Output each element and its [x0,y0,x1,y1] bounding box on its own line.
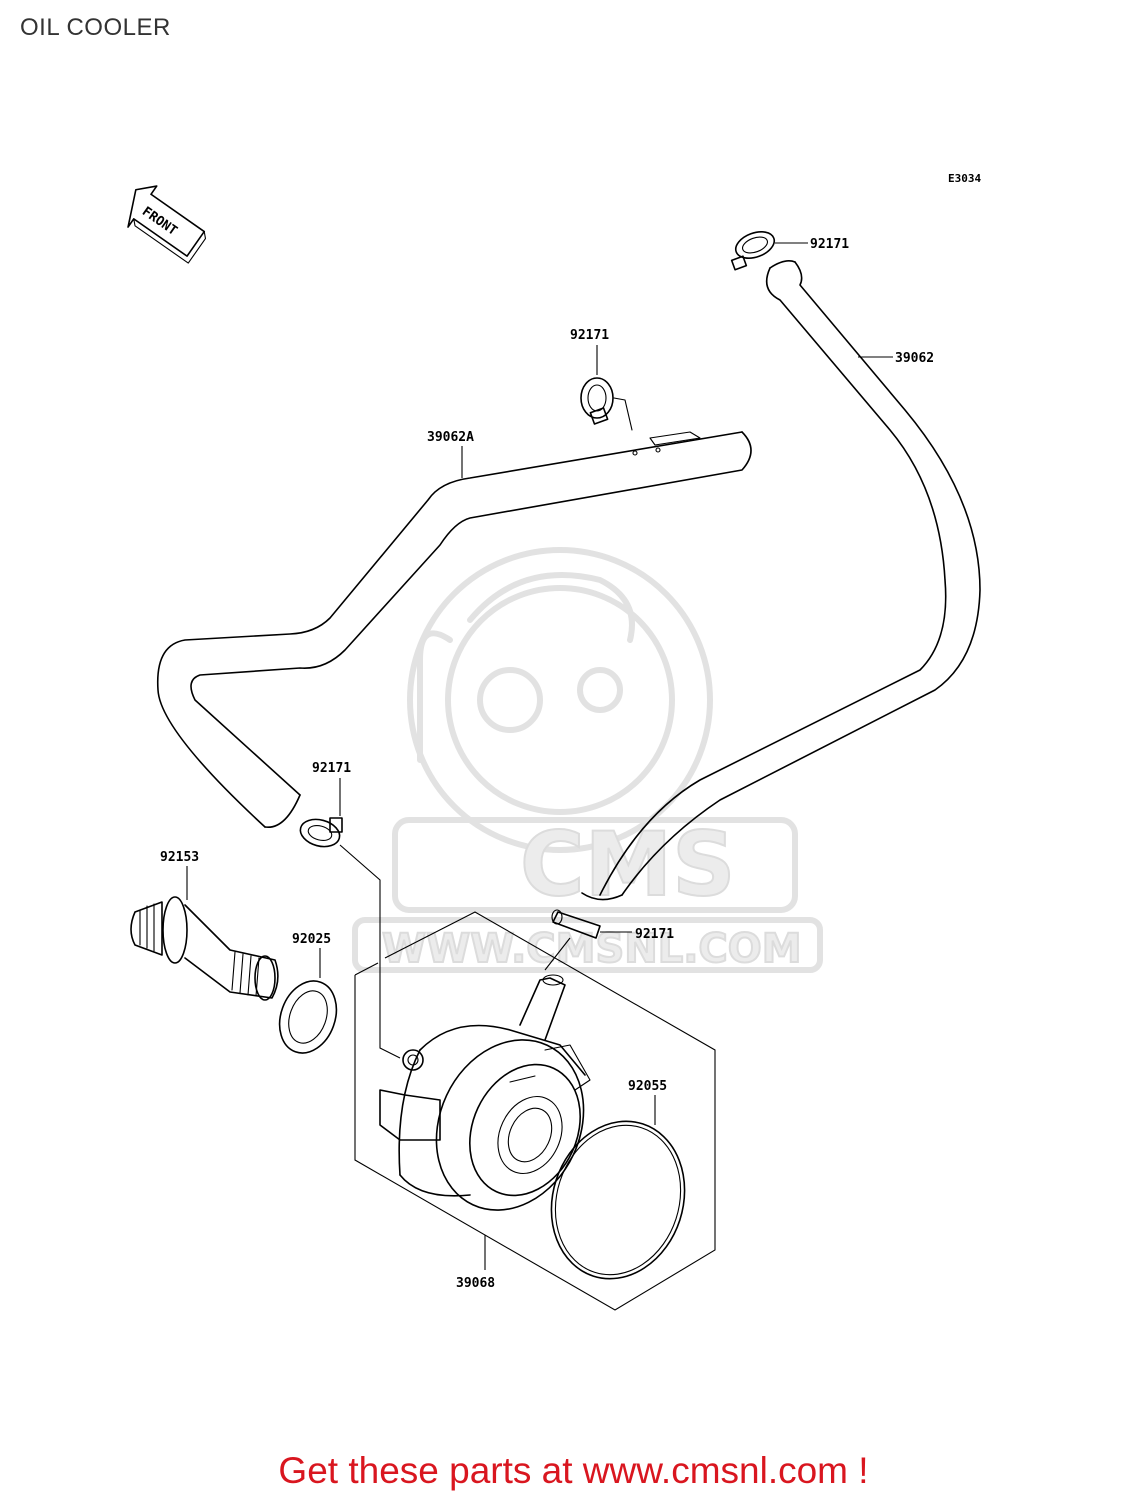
label-bolt: 92153 [160,850,199,865]
clamp-top [730,231,776,271]
label-clamp-cooler: 92171 [635,927,674,942]
washer-92025 [278,980,338,1054]
front-arrow-icon: FRONT [127,185,207,264]
watermark-url: WWW.CMSNL.COM [382,926,802,972]
clamp-left [299,817,343,848]
cms-watermark: CMS WWW.CMSNL.COM [352,547,823,973]
oring-92055 [550,1120,686,1280]
label-clamp-top: 92171 [810,237,849,252]
bolt-92153 [130,896,279,1001]
hose-39062A [156,431,752,828]
cooler-assembly-frame [354,911,716,1311]
clamp-cooler [551,909,601,939]
watermark-brand: CMS [520,813,736,916]
hose-39062 [581,260,981,901]
label-hose-left: 39062A [427,430,474,445]
label-cooler: 39068 [456,1276,495,1291]
label-clamp-mid: 92171 [570,328,609,343]
leader-lines [186,242,893,1270]
promo-link[interactable]: Get these parts at www.cmsnl.com ! [278,1450,869,1491]
clamp-mid [580,377,633,431]
label-hose-right: 39062 [895,351,934,366]
label-oring: 92055 [628,1079,667,1094]
label-clamp-left: 92171 [312,761,351,776]
oil-cooler-39068 [379,974,591,1211]
page-title: OIL COOLER [20,14,171,41]
label-washer: 92025 [292,932,331,947]
figure-code: E3034 [948,172,982,185]
